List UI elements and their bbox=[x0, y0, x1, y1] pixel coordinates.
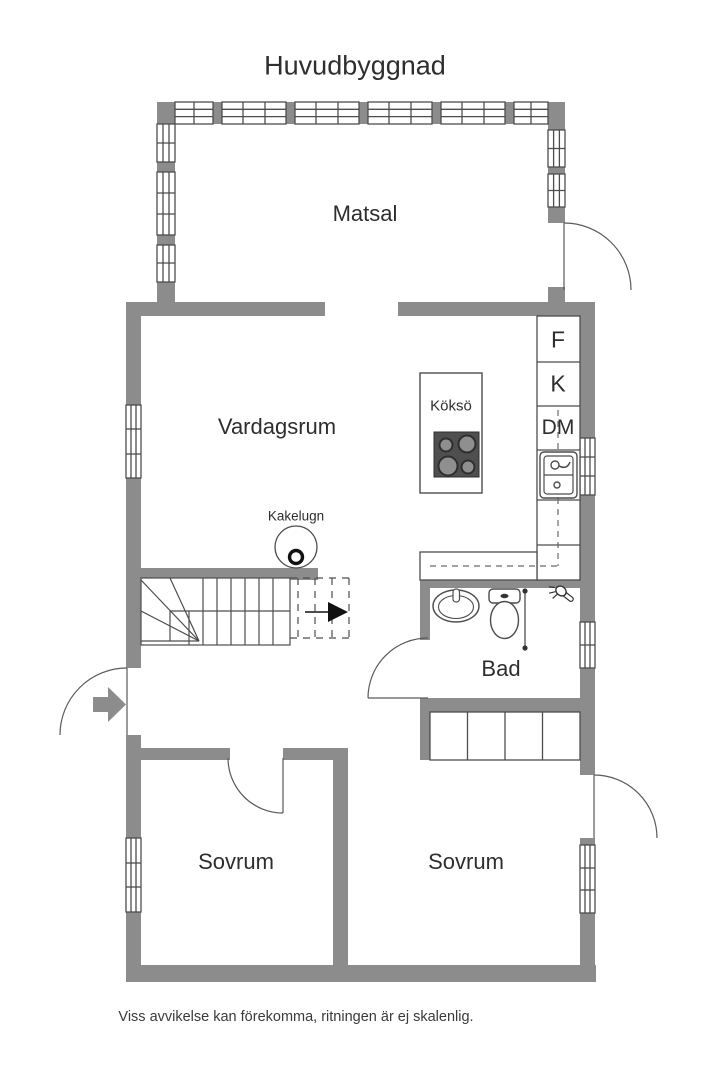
bathroom-door bbox=[367, 637, 429, 699]
matsal-exterior-door bbox=[563, 222, 632, 291]
shower-screen-line bbox=[522, 588, 528, 651]
room-label-vardagsrum: Vardagsrum bbox=[217, 414, 337, 439]
appliance-label-freezer: K bbox=[550, 370, 566, 397]
staircase bbox=[140, 577, 291, 646]
stair-direction-arrow-icon bbox=[305, 602, 348, 622]
appliance-label-dishwasher: DM bbox=[541, 416, 575, 439]
page-title: Huvudbyggnad bbox=[264, 50, 446, 81]
kitchen-island bbox=[419, 372, 483, 494]
island-label-kokso: Köksö bbox=[430, 397, 472, 415]
bathroom-sink-icon bbox=[432, 588, 480, 623]
kitchen-sink-icon bbox=[539, 451, 578, 499]
toilet-icon bbox=[488, 588, 521, 640]
walls bbox=[126, 102, 596, 982]
disclaimer-text: Viss avvikelse kan förekomma, ritningen … bbox=[118, 1009, 474, 1025]
shower-head-icon bbox=[549, 585, 574, 602]
tiled-stove-icon bbox=[274, 525, 318, 569]
staircase-dashed-continuation bbox=[290, 577, 350, 639]
entrance-arrow-icon bbox=[93, 687, 126, 722]
room-label-bad: Bad bbox=[481, 656, 521, 681]
doors bbox=[59, 222, 658, 839]
wardrobe bbox=[429, 711, 581, 761]
room-label-matsal: Matsal bbox=[332, 201, 398, 226]
stove-icon bbox=[433, 431, 480, 478]
matsal-top-windows bbox=[174, 101, 549, 125]
room-label-sovrum-right: Sovrum bbox=[428, 849, 504, 874]
entrance-door bbox=[59, 667, 128, 736]
bedroom-right-exterior-door bbox=[593, 774, 658, 839]
room-label-sovrum-left: Sovrum bbox=[198, 849, 274, 874]
appliance-label-fridge: F bbox=[550, 326, 566, 353]
bedroom-left-door bbox=[227, 757, 284, 814]
label-kakelugn: Kakelugn bbox=[267, 508, 325, 524]
side-windows bbox=[125, 123, 596, 914]
